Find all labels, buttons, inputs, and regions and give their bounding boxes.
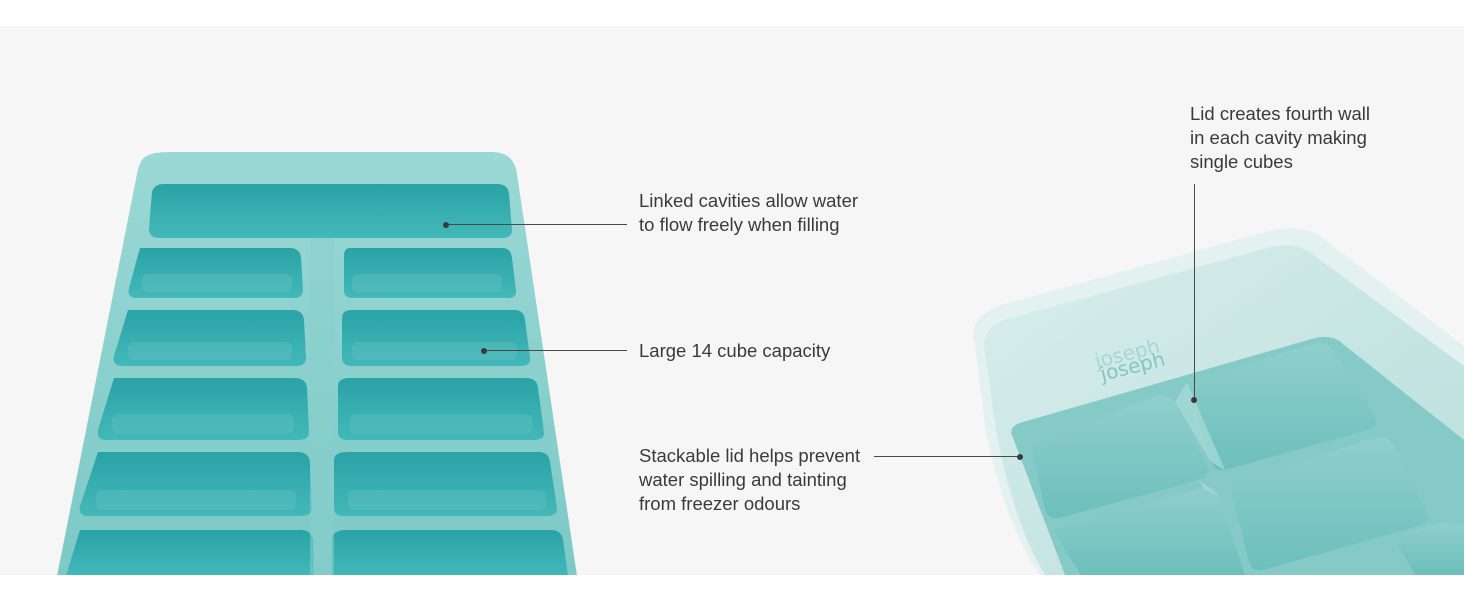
ice-tray-open-image: [57, 152, 577, 575]
stackable-lid-leader: [874, 456, 1020, 457]
ice-tray-lidded-image: joseph joseph: [973, 228, 1464, 575]
capacity-marker: [481, 348, 487, 354]
lid-fourth-wall-marker: [1191, 397, 1197, 403]
linked-cavities-leader: [449, 224, 627, 225]
product-feature-panel: joseph joseph Linked cavities allow wate…: [0, 26, 1464, 575]
stackable-lid-callout: Stackable lid helps prevent water spilli…: [639, 445, 861, 514]
lid-fourth-wall-callout: Lid creates fourth wall in each cavity m…: [1190, 103, 1370, 172]
capacity-callout: Large 14 cube capacity: [639, 340, 831, 361]
stackable-lid-marker: [1017, 454, 1023, 460]
capacity-leader: [487, 350, 627, 351]
lid-fourth-wall-leader: [1194, 184, 1195, 398]
linked-cavities-callout: Linked cavities allow water to flow free…: [639, 190, 859, 235]
linked-cavities-marker: [443, 222, 449, 228]
joseph-joseph-logo: joseph joseph: [1091, 334, 1167, 387]
